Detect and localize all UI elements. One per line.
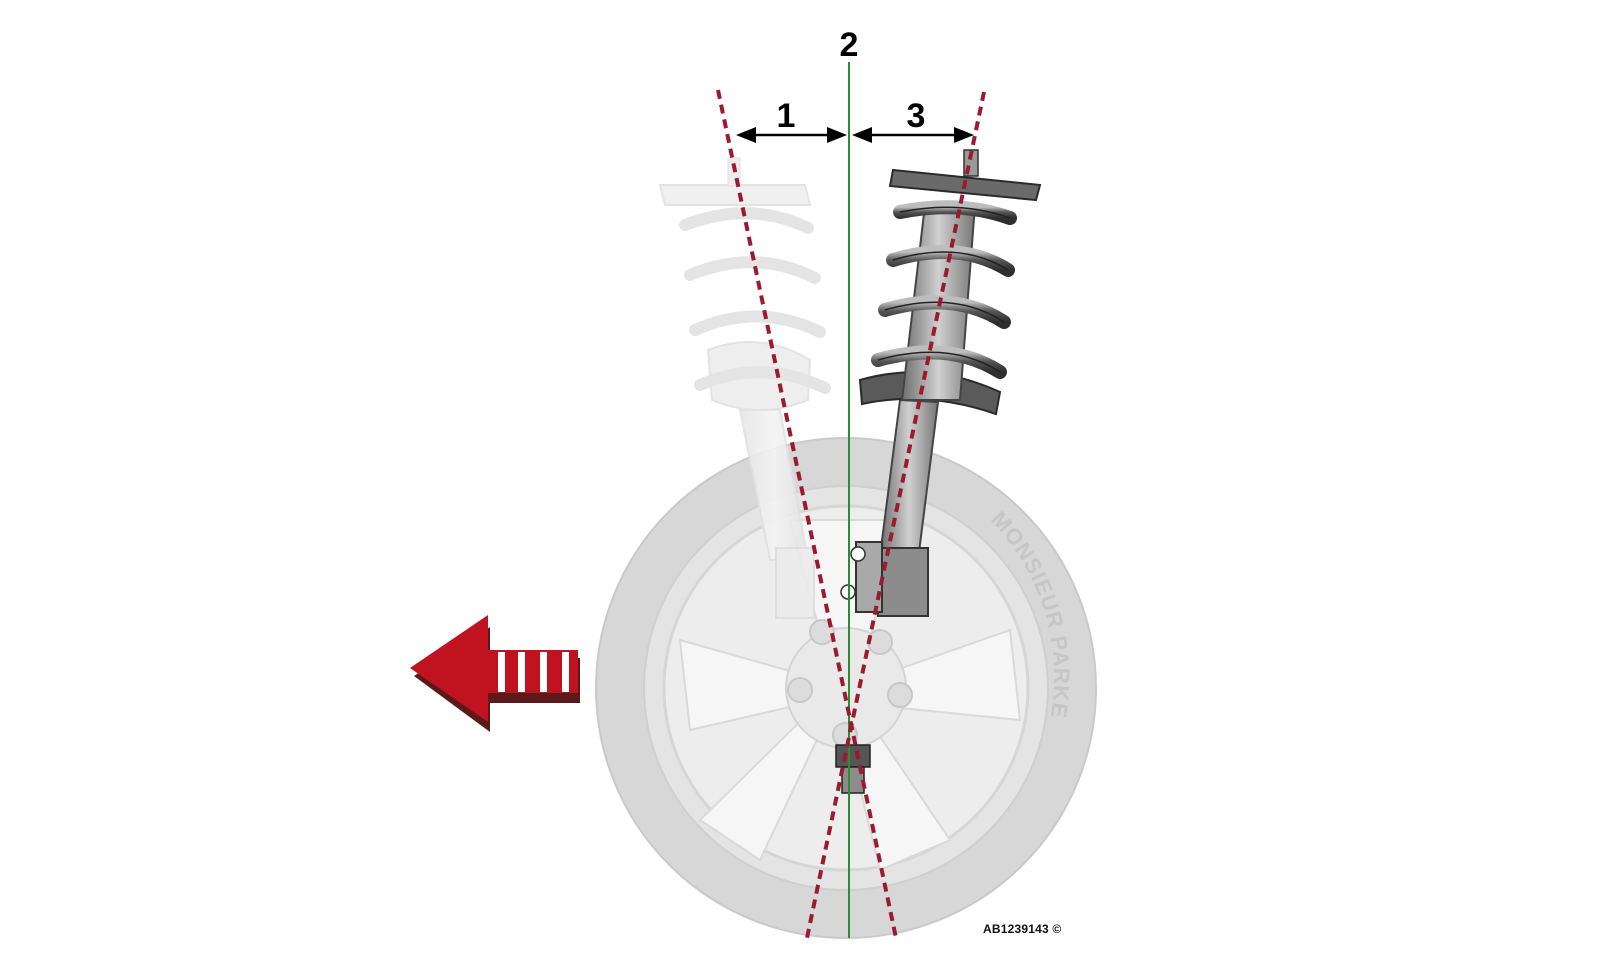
- steering-axis-lines: [716, 89, 986, 939]
- callout-2: 2: [840, 26, 859, 64]
- wheel-assembly: MONSIEUR PARKER: [0, 0, 1097, 939]
- reference-code: AB1239143 ©: [983, 922, 1062, 936]
- callout-3: 3: [907, 97, 926, 135]
- arrow-stripes: [498, 652, 569, 692]
- callout-1: 1: [777, 97, 796, 135]
- arrow-body: [410, 615, 578, 722]
- steering-axis-negative: [805, 91, 986, 939]
- strut-ghost: [658, 157, 831, 619]
- coil-spring-outline: [877, 206, 1011, 373]
- knuckle-bracket: [877, 547, 929, 617]
- dimension-arrows: [736, 127, 974, 143]
- direction-arrow-icon: [410, 615, 580, 732]
- steering-axis-positive: [716, 89, 898, 939]
